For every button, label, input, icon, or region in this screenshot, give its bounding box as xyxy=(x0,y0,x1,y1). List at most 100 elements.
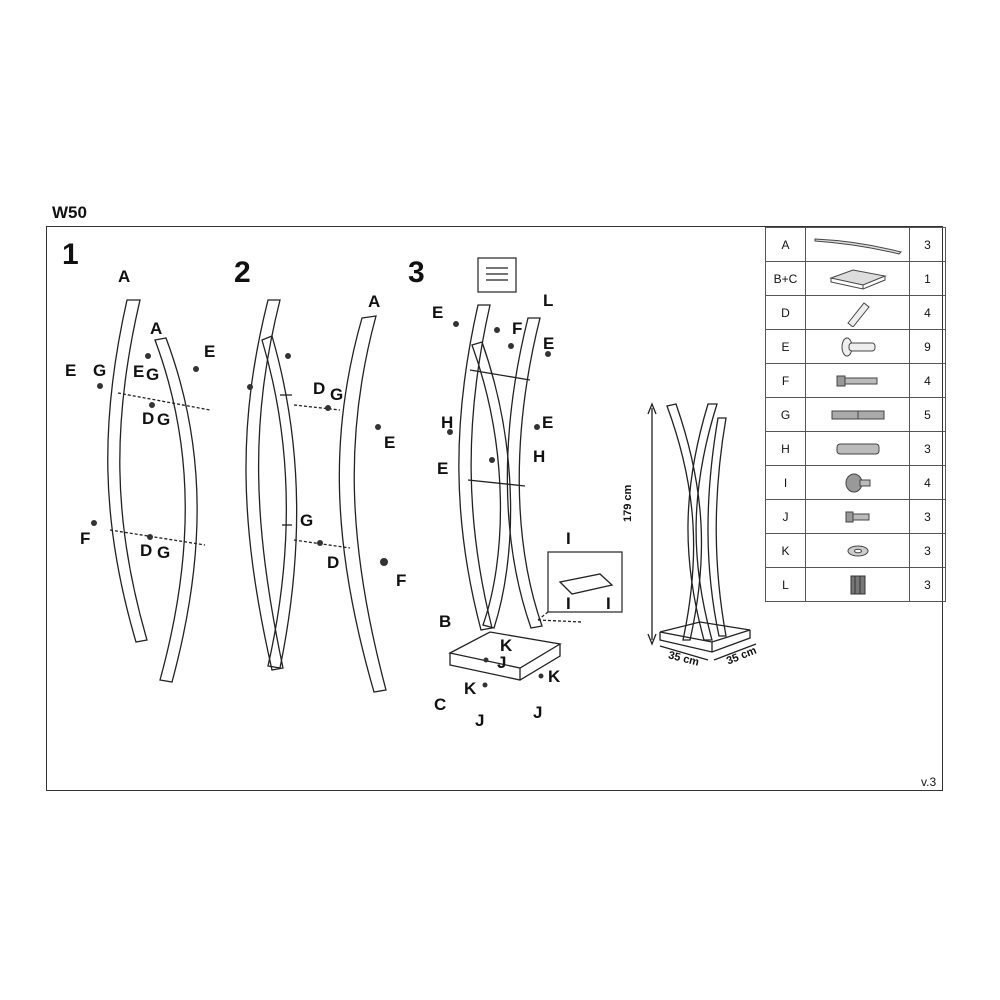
table-row: H 3 xyxy=(765,431,946,466)
parts-list-table: A 3 B+C 1 D 4 E 9 F 4 G 5 H 3 I 4 J 3 xyxy=(765,227,946,602)
cap-screw-icon xyxy=(845,473,870,492)
part-qty: 4 xyxy=(909,465,946,500)
table-row: I 4 xyxy=(765,465,946,500)
dimension-height: 179 cm xyxy=(622,484,634,522)
rod-icon xyxy=(846,301,870,327)
part-code: J xyxy=(765,499,806,534)
step1-leg-a-left xyxy=(107,299,148,643)
step3-leg-2 xyxy=(471,341,512,629)
label-part-k: K xyxy=(548,667,561,686)
part-qty: 3 xyxy=(909,567,946,602)
label-part-a: A xyxy=(118,267,131,286)
table-row: D 4 xyxy=(765,295,946,330)
part-code: E xyxy=(765,329,806,364)
label-part-d: D xyxy=(313,379,326,398)
label-part-e: E xyxy=(133,362,145,381)
table-row: F 4 xyxy=(765,363,946,398)
label-part-i: I xyxy=(566,529,571,548)
label-part-e: E xyxy=(384,433,396,452)
step-number-3: 3 xyxy=(408,256,425,289)
step1-leg-a-right xyxy=(154,337,198,683)
step2-leg-a xyxy=(338,315,387,693)
label-part-d: D xyxy=(142,409,155,428)
label-part-f: F xyxy=(512,319,523,338)
version-label: v.3 xyxy=(921,775,937,789)
label-part-g: G xyxy=(157,410,171,429)
part-qty: 5 xyxy=(909,397,946,432)
part-qty: 3 xyxy=(909,533,946,568)
step3-leg-3 xyxy=(506,317,543,629)
part-qty: 3 xyxy=(909,431,946,466)
label-part-j: J xyxy=(475,711,485,730)
table-row: J 3 xyxy=(765,499,946,534)
label-part-h: H xyxy=(533,447,546,466)
bolt-icon xyxy=(836,375,877,386)
part-qty: 1 xyxy=(909,261,946,296)
threaded-stud-icon xyxy=(836,443,879,454)
final-base xyxy=(659,621,751,653)
label-part-h: H xyxy=(441,413,454,432)
label-part-e: E xyxy=(543,334,555,353)
part-qty: 4 xyxy=(909,295,946,330)
part-qty: 3 xyxy=(909,499,946,534)
short-screw-icon xyxy=(845,511,869,522)
part-code: G xyxy=(765,397,806,432)
step-number-1: 1 xyxy=(62,238,79,271)
label-part-g: G xyxy=(146,365,160,384)
final-leg-3 xyxy=(707,417,727,637)
label-part-k: K xyxy=(500,636,513,655)
label-part-e: E xyxy=(65,361,77,380)
table-row: G 5 xyxy=(765,397,946,432)
label-part-i: I xyxy=(606,594,611,613)
end-cap-icon xyxy=(850,575,865,594)
label-part-c: C xyxy=(434,695,447,714)
table-row: A 3 xyxy=(765,227,946,262)
hook-peg-icon xyxy=(841,337,875,356)
part-code: B+C xyxy=(765,261,806,296)
step2-leg-mid xyxy=(261,335,298,669)
label-part-g: G xyxy=(157,543,171,562)
document-title: W50 xyxy=(52,203,87,222)
part-code: H xyxy=(765,431,806,466)
label-part-e: E xyxy=(432,303,444,322)
part-code: I xyxy=(765,465,806,500)
label-part-g: G xyxy=(300,511,314,530)
label-part-a: A xyxy=(150,319,163,338)
label-part-f: F xyxy=(396,571,407,590)
final-leg-1 xyxy=(666,403,703,641)
table-row: B+C 1 xyxy=(765,261,946,296)
label-part-e: E xyxy=(542,413,554,432)
double-threaded-screw-icon xyxy=(831,410,884,419)
label-part-a: A xyxy=(368,292,381,311)
step2-leg-left xyxy=(245,299,284,671)
table-row: E 9 xyxy=(765,329,946,364)
part-code: K xyxy=(765,533,806,568)
label-part-i: I xyxy=(566,594,571,613)
part-code: F xyxy=(765,363,806,398)
label-part-d: D xyxy=(140,541,153,560)
final-leg-2 xyxy=(687,403,718,641)
label-part-b: B xyxy=(439,612,452,631)
label-part-j: J xyxy=(497,653,507,672)
part-qty: 4 xyxy=(909,363,946,398)
part-code: D xyxy=(765,295,806,330)
label-part-d: D xyxy=(327,553,340,572)
part-qty: 9 xyxy=(909,329,946,364)
label-part-g: G xyxy=(330,385,344,404)
part-qty: 3 xyxy=(909,227,946,262)
curved-leg-icon xyxy=(814,237,902,255)
label-part-e: E xyxy=(204,342,216,361)
part-code: L xyxy=(765,567,806,602)
label-part-l: L xyxy=(543,291,554,310)
square-base-icon xyxy=(828,268,887,290)
label-part-k: K xyxy=(464,679,477,698)
label-part-j: J xyxy=(533,703,543,722)
table-row: K 3 xyxy=(765,533,946,568)
step3-base-side xyxy=(449,644,561,681)
step-number-2: 2 xyxy=(234,256,251,289)
part-code: A xyxy=(765,227,806,262)
washer-icon xyxy=(847,545,868,556)
label-part-g: G xyxy=(93,361,107,380)
table-row: L 3 xyxy=(765,567,946,602)
